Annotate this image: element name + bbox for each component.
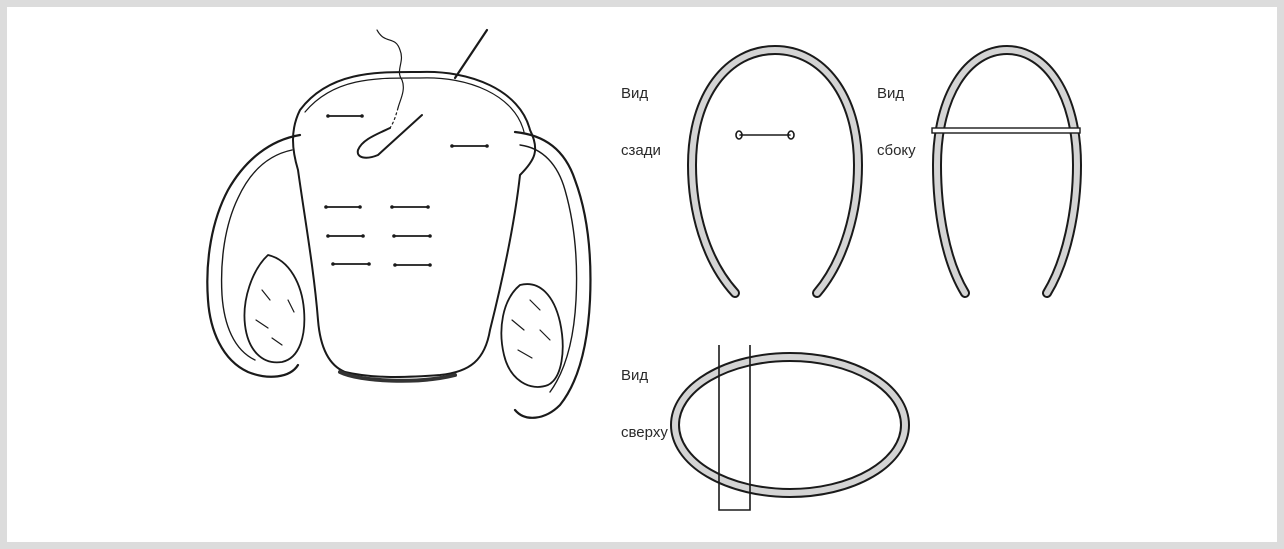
top-view-label: Вид сверху bbox=[621, 328, 668, 461]
left-ovary bbox=[244, 255, 304, 362]
back-view-label: Вид сзади bbox=[621, 46, 661, 179]
side-view-label-line2: сбоку bbox=[877, 141, 916, 160]
right-ovary bbox=[501, 284, 562, 387]
side-view-label: Вид сбоку bbox=[877, 46, 916, 179]
back-view-ring bbox=[692, 50, 858, 293]
side-view-rod bbox=[932, 128, 1080, 133]
left-tube bbox=[207, 135, 300, 377]
back-view-label-line1: Вид bbox=[621, 84, 661, 103]
back-view-suture bbox=[736, 131, 794, 139]
right-tube bbox=[515, 132, 590, 418]
top-view-label-line2: сверху bbox=[621, 423, 668, 442]
needle-holder bbox=[455, 30, 487, 78]
side-view-label-line1: Вид bbox=[877, 84, 916, 103]
top-view-ring bbox=[675, 345, 905, 510]
suture-needle bbox=[358, 115, 422, 158]
top-view-label-line1: Вид bbox=[621, 366, 668, 385]
side-view-ring bbox=[932, 50, 1080, 293]
stitches bbox=[326, 116, 487, 265]
body-outline bbox=[293, 72, 535, 377]
back-view-label-line2: сзади bbox=[621, 141, 661, 160]
organ-drawing bbox=[207, 30, 590, 418]
suture-thread bbox=[377, 30, 403, 108]
